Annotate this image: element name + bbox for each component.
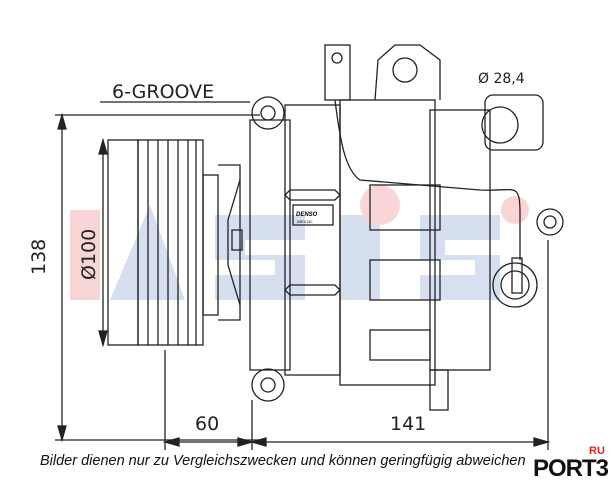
- pulley-diameter: Ø100: [78, 229, 100, 280]
- disclaimer-caption: Bilder dienen nur zu Vergleichszwecken u…: [40, 453, 526, 469]
- denso-label-plate: [292, 204, 334, 226]
- brand-label: DENSO: [296, 212, 318, 218]
- pulley: [107, 139, 243, 346]
- port3-logo: RU PORT3: [533, 445, 613, 485]
- height-dimension: 138: [28, 239, 50, 275]
- model-label: 6SEU14C: [297, 220, 313, 224]
- electrical-connector: [324, 44, 351, 101]
- body-length-dimension: 141: [390, 413, 426, 435]
- compressor-body: [284, 44, 564, 411]
- port-diameter: Ø 28,4: [478, 71, 525, 87]
- suction-port: [374, 44, 441, 101]
- front-flange: [249, 96, 291, 402]
- logo-suffix: RU: [589, 445, 605, 457]
- watermark: [70, 185, 529, 300]
- groove-label: 6-GROOVE: [112, 81, 214, 103]
- logo-text: PORT3: [533, 455, 609, 482]
- discharge-port: [484, 94, 544, 151]
- front-offset-dimension: 60: [195, 413, 219, 435]
